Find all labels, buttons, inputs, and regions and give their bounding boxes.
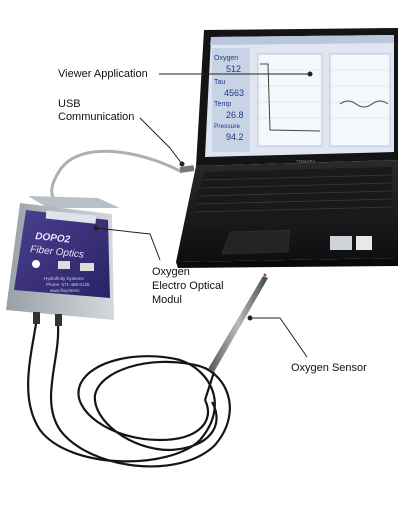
reading-value-tau: 4563	[224, 88, 244, 98]
reading-label-pressure: Pressure	[214, 123, 240, 130]
usb-plug	[179, 165, 195, 173]
reading-label-tau: Tau	[214, 79, 225, 86]
label-modul: Modul	[152, 294, 182, 306]
reading-value-temp: 26.8	[226, 110, 244, 120]
probe-tip	[263, 273, 267, 277]
laptop: Oxygen 512 Tau 4563 Temp 26.8 Pressure 9…	[176, 28, 398, 268]
callout-lines	[93, 71, 313, 358]
graph-panel-1	[257, 53, 323, 147]
reading-value-pressure: 94.2	[226, 132, 244, 142]
label-viewer-application: Viewer Application	[58, 68, 148, 80]
module-maker: Hydrofinity Systems	[44, 276, 85, 281]
module-website: www.fisystems	[50, 288, 80, 293]
reading-label-oxygen: Oxygen	[214, 55, 238, 62]
graph-panel-2	[329, 53, 391, 147]
reading-value-oxygen: 512	[226, 64, 241, 74]
label-electro-optical: Electro Optical	[152, 280, 224, 292]
label-oxygen: Oxygen	[152, 266, 190, 278]
module-faceplate	[14, 210, 110, 298]
reading-label-temp: Temp	[214, 101, 231, 108]
logo-icon	[80, 263, 94, 271]
oxygen-module: DOPO2 Fiber Optics Hydrofinity Systems P…	[6, 196, 120, 326]
trace-2	[339, 100, 389, 108]
touchpad	[221, 229, 291, 255]
trace-1	[260, 63, 321, 132]
label-communication: Communication	[58, 111, 135, 123]
connector	[55, 314, 62, 326]
keyboard-keys	[194, 174, 393, 213]
usb-cable	[50, 149, 183, 202]
module-window	[45, 210, 97, 224]
bluetooth-icon	[32, 260, 40, 268]
module-model: DOPO2	[35, 231, 71, 246]
keyboard	[190, 167, 392, 226]
label-usb: USB	[58, 98, 81, 110]
label-oxygen-sensor: Oxygen Sensor	[291, 362, 367, 374]
laptop-brand: TOSHIBA	[296, 159, 316, 164]
sticker	[330, 236, 352, 250]
module-phone: Phone: 571-485-0135	[46, 282, 90, 287]
logo-icon	[58, 261, 70, 269]
fiber-cable	[27, 323, 231, 468]
readings-panel	[212, 48, 250, 152]
oxygen-sensor-probe	[208, 276, 268, 372]
connector	[33, 312, 40, 324]
sticker	[356, 236, 372, 250]
